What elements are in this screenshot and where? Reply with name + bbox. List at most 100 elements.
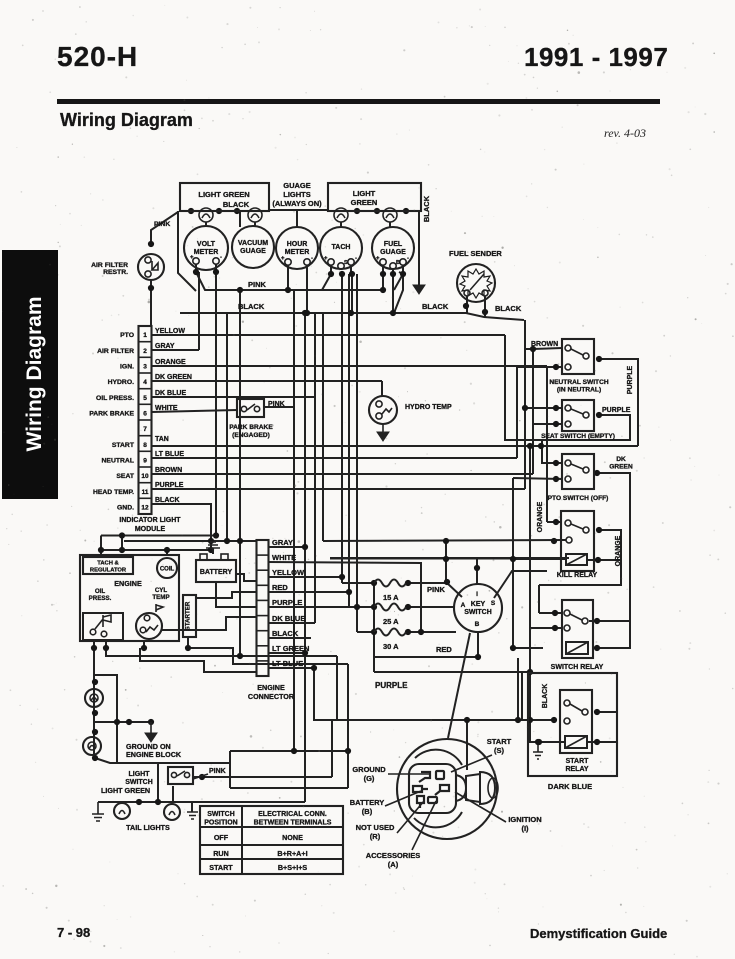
svg-text:AIR FILTER: AIR FILTER — [91, 262, 128, 269]
svg-text:BLACK: BLACK — [542, 684, 549, 709]
svg-text:+: + — [281, 256, 285, 262]
svg-text:S: S — [344, 260, 348, 266]
svg-text:STARTER: STARTER — [185, 601, 192, 630]
svg-text:BLACK: BLACK — [422, 195, 431, 222]
svg-text:SWITCH RELAY: SWITCH RELAY — [551, 664, 604, 671]
svg-text:(A): (A) — [388, 860, 399, 869]
svg-text:BLACK: BLACK — [238, 302, 265, 311]
svg-text:BROWN: BROWN — [531, 341, 558, 348]
svg-text:GROUND ON: GROUND ON — [126, 742, 171, 751]
svg-text:ORANGE: ORANGE — [155, 359, 186, 366]
svg-text:PURPLE: PURPLE — [155, 482, 184, 489]
svg-text:DK GREEN: DK GREEN — [155, 374, 192, 381]
svg-text:4: 4 — [143, 379, 147, 386]
svg-text:Wiring Diagram: Wiring Diagram — [23, 297, 46, 452]
svg-text:DK BLUE: DK BLUE — [272, 614, 305, 623]
svg-text:B+S+I+S: B+S+I+S — [278, 863, 308, 872]
svg-text:LIGHT: LIGHT — [129, 771, 151, 778]
svg-text:NOT USED: NOT USED — [356, 823, 395, 832]
svg-text:PINK: PINK — [209, 768, 226, 775]
svg-text:SWITCH: SWITCH — [125, 779, 153, 786]
svg-text:rev. 4-03: rev. 4-03 — [604, 126, 646, 140]
svg-text:SEAT: SEAT — [116, 473, 134, 480]
svg-text:AIR FILTER: AIR FILTER — [97, 348, 134, 355]
svg-text:REGULATOR: REGULATOR — [90, 568, 127, 574]
svg-text:RED: RED — [436, 645, 452, 654]
svg-text:METER: METER — [194, 249, 219, 256]
svg-text:520-H: 520-H — [57, 41, 138, 72]
svg-text:TACH &: TACH & — [97, 561, 118, 567]
svg-text:12: 12 — [141, 505, 149, 512]
svg-text:7: 7 — [143, 426, 147, 433]
svg-text:VOLT: VOLT — [197, 241, 216, 248]
svg-text:25 A: 25 A — [383, 617, 399, 626]
svg-text:I: I — [476, 591, 478, 598]
svg-text:(ALWAYS ON): (ALWAYS ON) — [272, 199, 322, 208]
svg-text:HYDRO.: HYDRO. — [108, 379, 135, 386]
svg-text:ENGINE BLOCK: ENGINE BLOCK — [126, 750, 182, 759]
svg-text:SWITCH: SWITCH — [207, 811, 235, 818]
svg-text:15 A: 15 A — [383, 593, 399, 602]
svg-text:PRESS.: PRESS. — [89, 595, 112, 602]
svg-text:BROWN: BROWN — [155, 467, 182, 474]
svg-text:PARK BRAKE: PARK BRAKE — [229, 424, 273, 431]
svg-text:GREEN: GREEN — [609, 464, 633, 471]
svg-text:(ENGAGED): (ENGAGED) — [232, 432, 270, 439]
svg-text:PINK: PINK — [268, 401, 285, 408]
svg-text:LIGHTS: LIGHTS — [283, 190, 311, 199]
svg-text:START: START — [487, 737, 512, 746]
svg-text:BLACK: BLACK — [272, 629, 299, 638]
svg-text:HEAD TEMP.: HEAD TEMP. — [93, 489, 134, 496]
svg-text:YELLOW: YELLOW — [155, 328, 185, 335]
svg-text:A: A — [461, 602, 466, 609]
svg-text:LIGHT: LIGHT — [353, 189, 376, 198]
svg-text:HOUR: HOUR — [287, 241, 308, 248]
svg-text:INDICATOR LIGHT: INDICATOR LIGHT — [119, 517, 181, 524]
svg-text:NONE: NONE — [282, 833, 303, 842]
svg-text:TAIL LIGHTS: TAIL LIGHTS — [126, 823, 170, 832]
svg-text:B: B — [396, 260, 400, 266]
svg-text:GRAY: GRAY — [272, 538, 293, 547]
svg-text:-: - — [220, 255, 222, 261]
svg-text:YELLOW: YELLOW — [272, 568, 305, 577]
svg-text:ENGINE: ENGINE — [257, 683, 285, 692]
svg-text:TEMP: TEMP — [152, 594, 169, 601]
svg-text:+: + — [190, 255, 194, 261]
svg-text:+: + — [376, 256, 380, 262]
svg-text:RELAY: RELAY — [565, 766, 588, 773]
svg-text:GUAGE: GUAGE — [283, 181, 311, 190]
svg-text:30 A: 30 A — [383, 642, 399, 651]
svg-text:VACUUM: VACUUM — [238, 240, 268, 247]
svg-text:(I): (I) — [521, 824, 529, 833]
svg-text:Wiring Diagram: Wiring Diagram — [60, 110, 193, 130]
svg-text:2: 2 — [143, 348, 147, 355]
svg-text:PTO: PTO — [120, 332, 134, 339]
svg-text:ELECTRICAL CONN.: ELECTRICAL CONN. — [258, 811, 327, 818]
svg-text:PURPLE: PURPLE — [375, 681, 408, 690]
svg-text:-: - — [311, 256, 313, 262]
svg-text:RED: RED — [272, 583, 288, 592]
svg-text:7 - 98: 7 - 98 — [57, 925, 90, 940]
svg-text:(B): (B) — [362, 807, 373, 816]
svg-text:PARK BRAKE: PARK BRAKE — [89, 411, 134, 418]
svg-text:1: 1 — [143, 332, 147, 339]
svg-text:GUAGE: GUAGE — [240, 248, 266, 255]
svg-text:TACH: TACH — [332, 244, 351, 251]
svg-text:(G): (G) — [364, 774, 375, 783]
svg-text:METER: METER — [285, 249, 310, 256]
svg-text:PURPLE: PURPLE — [627, 365, 634, 394]
svg-text:HYDRO TEMP: HYDRO TEMP — [405, 404, 452, 411]
svg-text:SEAT SWITCH (EMPTY): SEAT SWITCH (EMPTY) — [541, 433, 615, 440]
svg-text:BLACK: BLACK — [223, 200, 250, 209]
svg-text:10: 10 — [141, 473, 149, 480]
svg-text:FUEL SENDER: FUEL SENDER — [449, 249, 502, 258]
svg-text:(IN NEUTRAL): (IN NEUTRAL) — [557, 387, 601, 394]
svg-text:GREEN: GREEN — [351, 198, 378, 207]
svg-text:START: START — [209, 863, 233, 872]
svg-text:ACCESSORIES: ACCESSORIES — [366, 851, 421, 860]
svg-text:LT BLUE: LT BLUE — [155, 451, 184, 458]
svg-text:BLACK: BLACK — [155, 497, 180, 504]
svg-text:CONNECTOR: CONNECTOR — [248, 692, 295, 701]
svg-text:GND.: GND. — [117, 505, 134, 512]
svg-text:6: 6 — [143, 411, 147, 418]
